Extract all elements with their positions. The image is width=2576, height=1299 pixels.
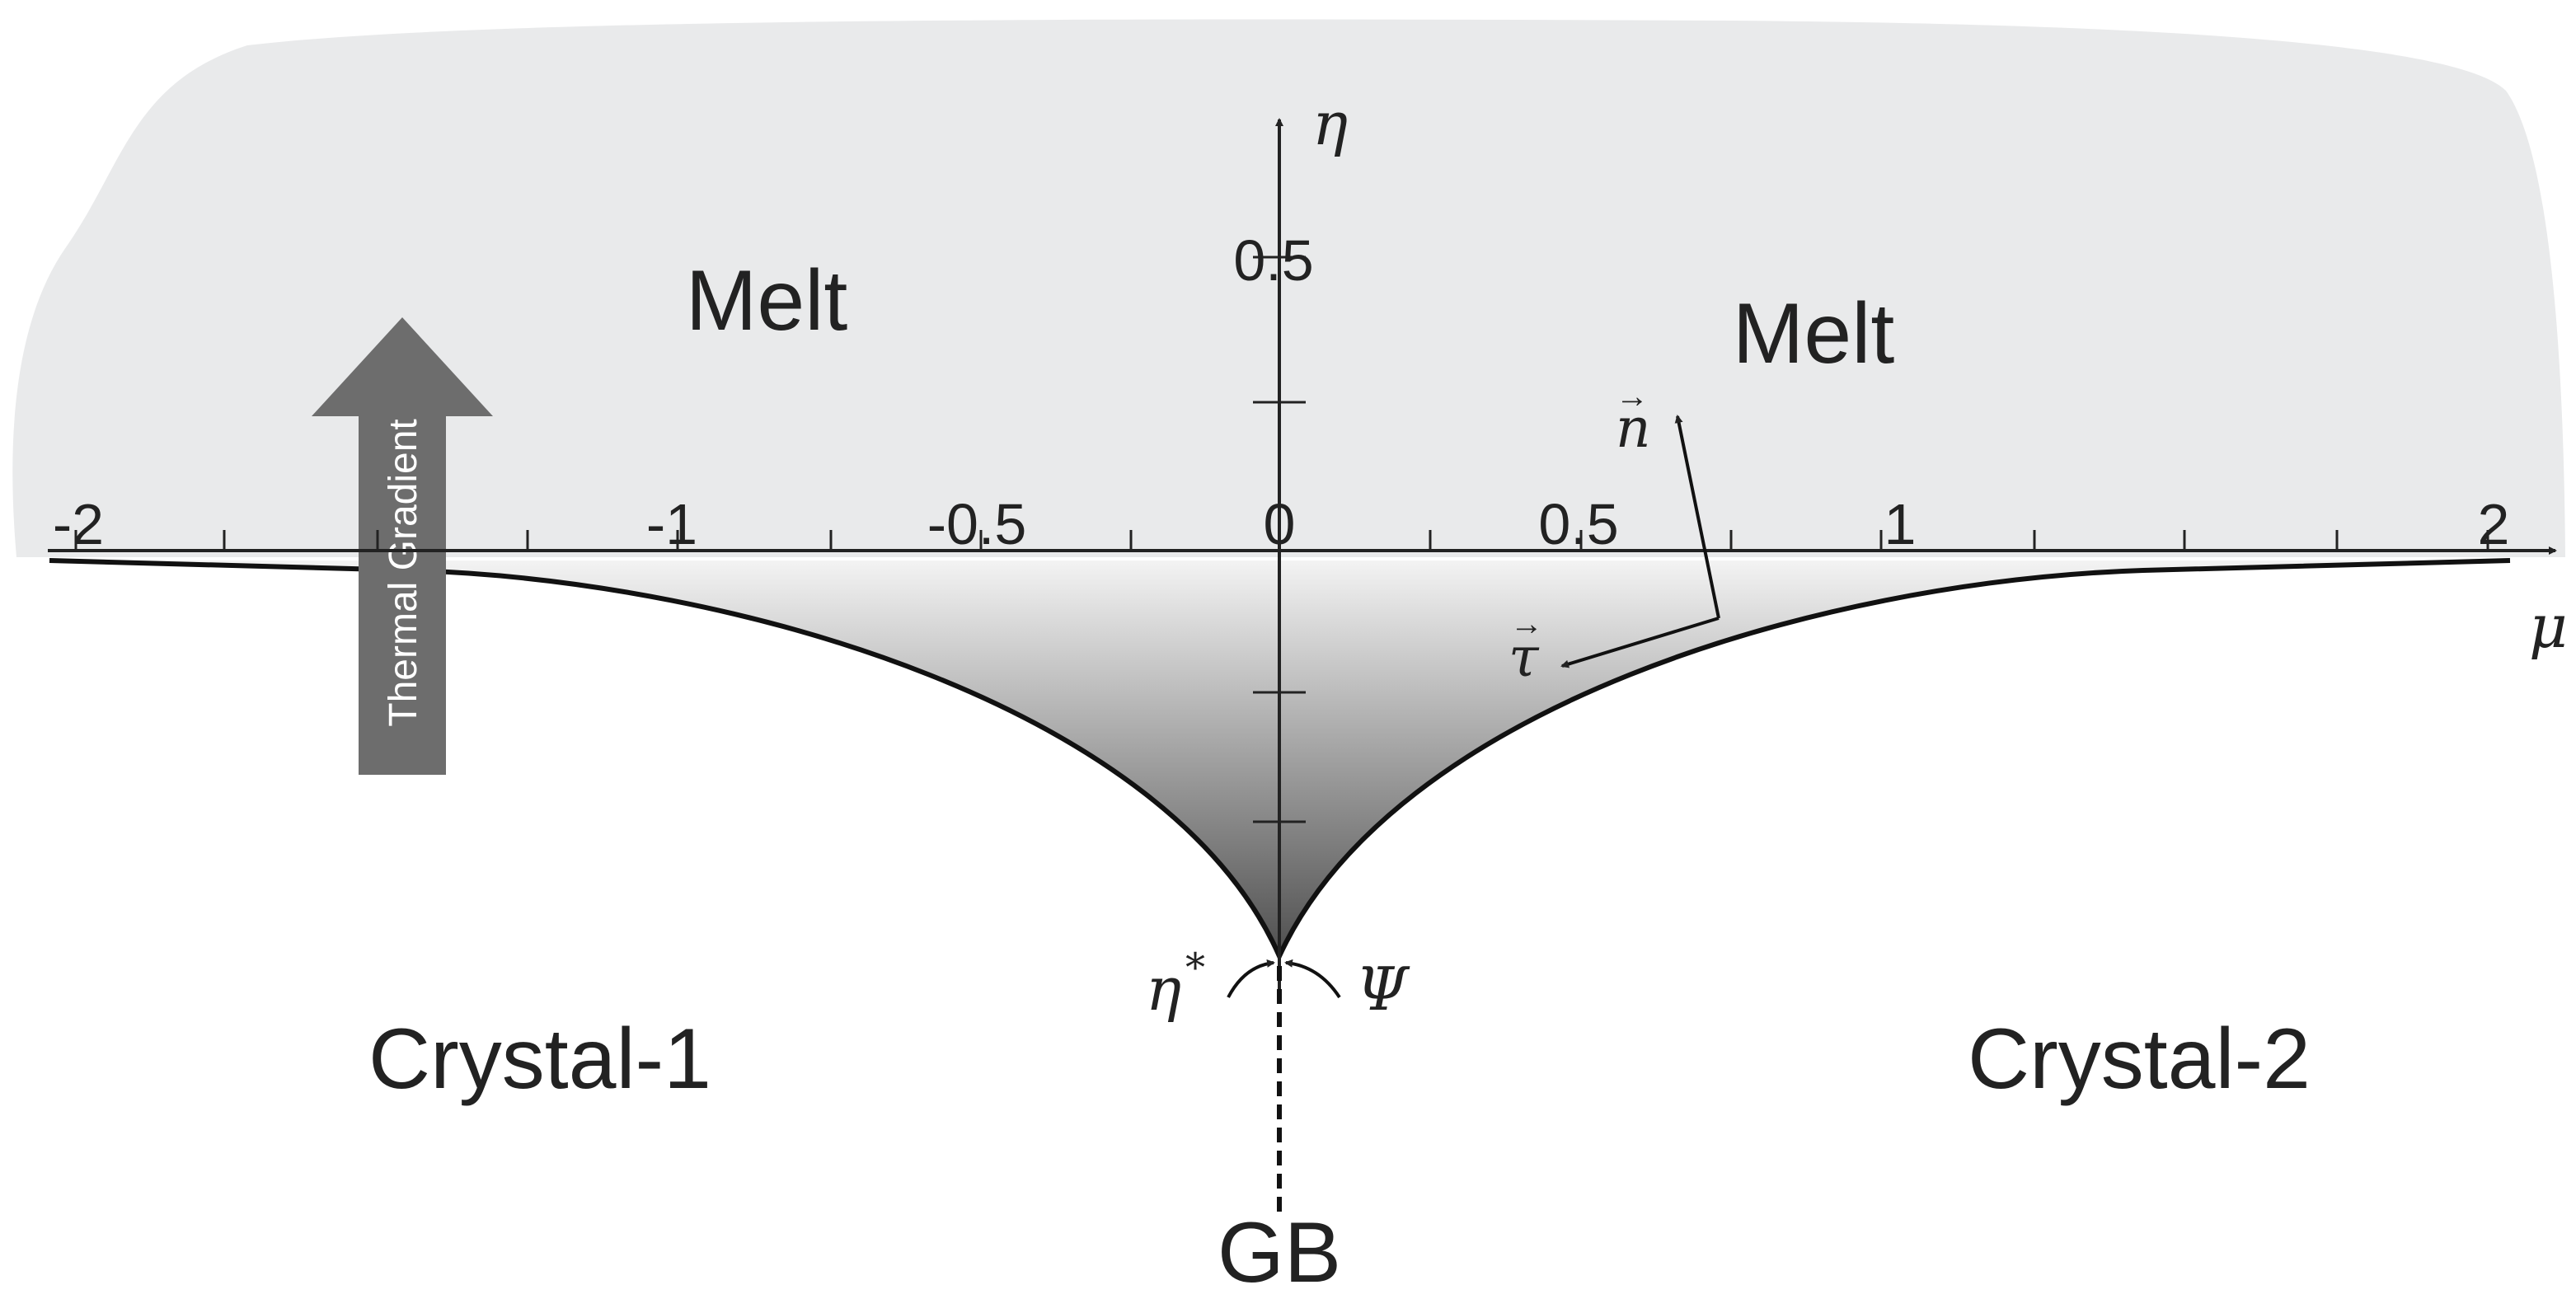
mu-tick-label: 2: [2478, 492, 2510, 556]
crystal-2-label: Crystal-2: [1968, 1011, 2311, 1107]
eta-axis-ticks: [1253, 256, 1306, 823]
grain-boundary-label: GB: [1218, 1205, 1341, 1299]
tangent-vector-arrow: [1560, 617, 1720, 668]
mu-tick-label: 0.5: [1538, 492, 1618, 556]
left-angle-symbol: η: [1146, 954, 1181, 1024]
thermal-gradient-label: Thermal Gradient: [382, 419, 425, 726]
normal-vector-overarrow: →: [1616, 378, 1649, 415]
thermal-gradient-arrow: [312, 317, 493, 775]
mu-tick-label: 0: [1264, 492, 1296, 556]
right-angle-arc: [1284, 959, 1341, 999]
eta-tick-label: 0.5: [1233, 228, 1313, 293]
melt-label-right: Melt: [1733, 286, 1895, 382]
melt-label-left: Melt: [686, 253, 848, 349]
mu-tick-label: 1: [1884, 492, 1917, 556]
eta-axis-symbol: η: [1312, 89, 1348, 158]
mu-tick-label: -2: [53, 492, 104, 556]
normal-vector-arrow: [1674, 415, 1720, 619]
left-angle-superscript: *: [1185, 945, 1205, 991]
left-angle-arc: [1227, 959, 1275, 998]
mu-tick-label: -1: [646, 492, 697, 556]
mu-axis-symbol: μ: [2529, 592, 2568, 661]
mu-axis-ticks: [74, 530, 2489, 551]
crystal-1-label: Crystal-1: [368, 1011, 711, 1107]
tangent-vector-symbol: τ: [1509, 626, 1540, 689]
normal-vector-symbol: n: [1616, 396, 1651, 460]
right-angle-symbol: Ψ: [1356, 954, 1410, 1024]
tangent-vector-overarrow: →: [1510, 606, 1543, 642]
mu-tick-label: -0.5: [927, 492, 1027, 556]
melt-region: [12, 19, 2565, 558]
